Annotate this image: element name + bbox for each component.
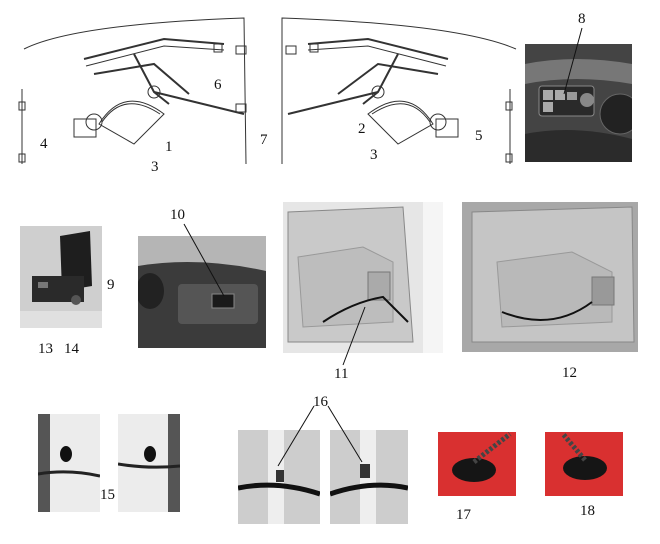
callout-14: 14	[64, 341, 79, 357]
callout-5: 5	[475, 128, 483, 144]
photo-door-pillar-grommet-right	[118, 414, 180, 512]
callout-3-left: 3	[151, 159, 159, 175]
photo-window-switch-panel	[525, 44, 632, 162]
callout-7: 7	[260, 132, 268, 148]
callout-9: 9	[107, 277, 115, 293]
callout-11: 11	[334, 366, 349, 382]
leader-line-11	[342, 306, 366, 366]
leader-line-8	[563, 27, 583, 95]
photo-harness-clip-left	[238, 430, 320, 524]
photo-red-panel-grommet-right	[545, 432, 623, 496]
right-regulator-drawing	[278, 14, 518, 174]
photo-door-pillar-grommet-left	[38, 414, 100, 512]
callout-8: 8	[578, 11, 586, 27]
callout-17: 17	[456, 507, 471, 523]
callout-13: 13	[38, 341, 53, 357]
callout-12: 12	[562, 365, 577, 381]
callout-18: 18	[580, 503, 595, 519]
leader-line-10	[183, 223, 225, 297]
photo-harness-clip-right	[330, 430, 408, 524]
callout-10: 10	[170, 207, 185, 223]
photo-door-trim-switch	[138, 236, 266, 348]
callout-6: 6	[214, 77, 222, 93]
callout-1: 1	[165, 139, 173, 155]
photo-inner-door-right	[462, 202, 638, 352]
photo-inner-door-left	[283, 202, 443, 353]
photo-red-panel-grommet-left	[438, 432, 516, 496]
callout-2: 2	[358, 121, 366, 137]
photo-regulator-motor	[20, 226, 102, 328]
callout-4: 4	[40, 136, 48, 152]
leader-lines-16	[277, 405, 363, 467]
left-regulator-drawing	[14, 14, 262, 174]
callout-16: 16	[313, 394, 328, 410]
callout-3-right: 3	[370, 147, 378, 163]
callout-15: 15	[100, 487, 115, 503]
